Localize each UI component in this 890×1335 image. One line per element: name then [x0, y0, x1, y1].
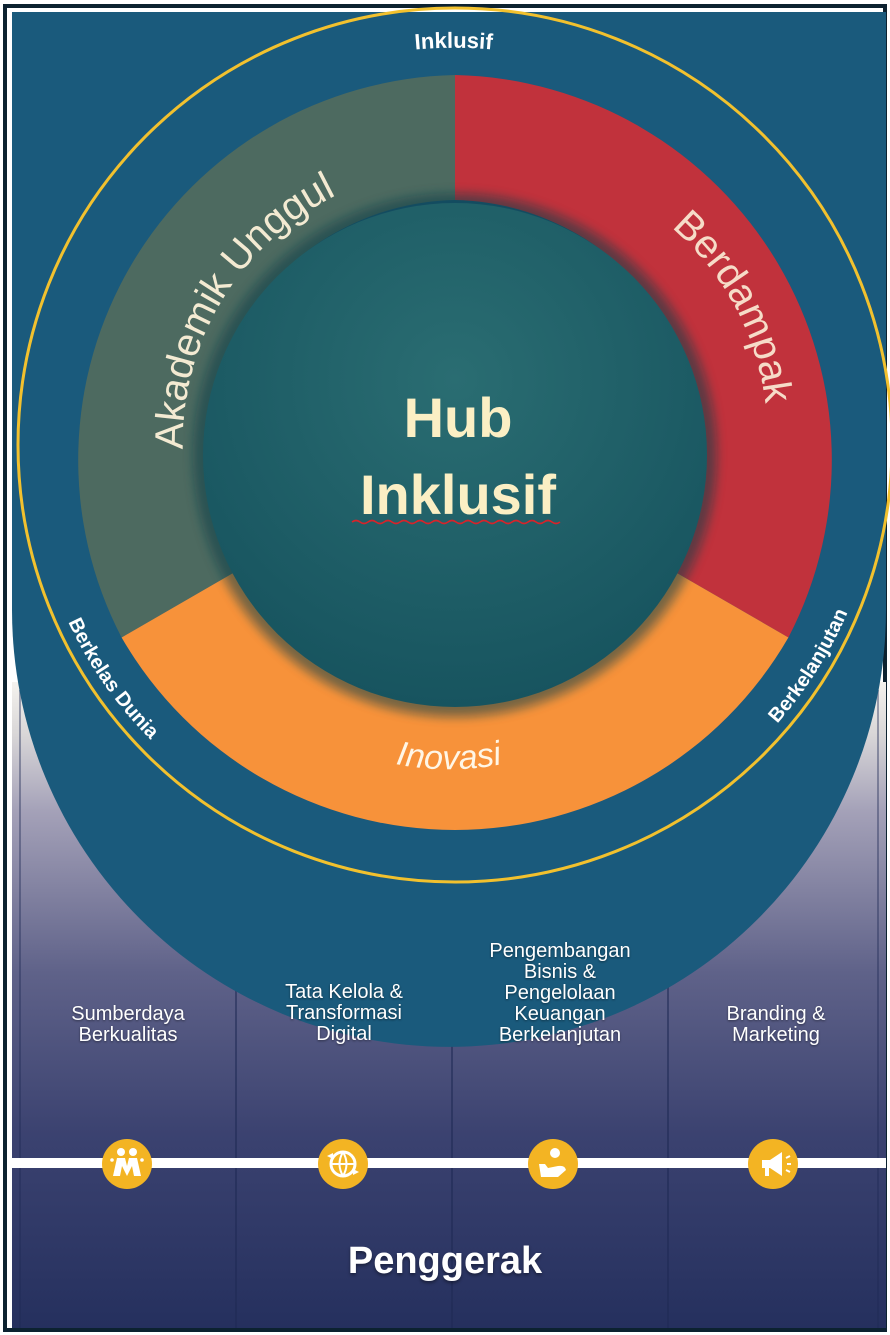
- frame-border: [3, 4, 887, 1332]
- pillar-label-sumberdaya: Sumberdaya Berkualitas: [71, 1003, 185, 1046]
- globe-arrows-icon: [318, 1139, 368, 1189]
- hub-title-line1: Hub: [404, 386, 513, 449]
- pillar-label-tata-kelola: Tata Kelola & Transformasi Digital: [285, 981, 403, 1045]
- hub-title-line2: Inklusif: [360, 463, 556, 526]
- gold-ring: [16, 6, 890, 884]
- people-icon: [102, 1139, 152, 1189]
- label-inovasi: Inovasi: [394, 734, 505, 777]
- footer-penggerak: Penggerak: [347, 1240, 543, 1282]
- hand-coin-icon: [528, 1139, 578, 1189]
- pillar-label-pengembangan: Pengembangan Bisnis & Pengelolaan Keuang…: [489, 940, 631, 1046]
- pillar-label-branding: Branding & Marketing: [726, 1003, 826, 1046]
- label-inklusif: Inklusif: [414, 28, 495, 55]
- megaphone-icon: [748, 1139, 798, 1189]
- timeline-bar: [12, 1158, 886, 1168]
- spellcheck-underline: [351, 519, 561, 525]
- hub-circle: [203, 203, 707, 707]
